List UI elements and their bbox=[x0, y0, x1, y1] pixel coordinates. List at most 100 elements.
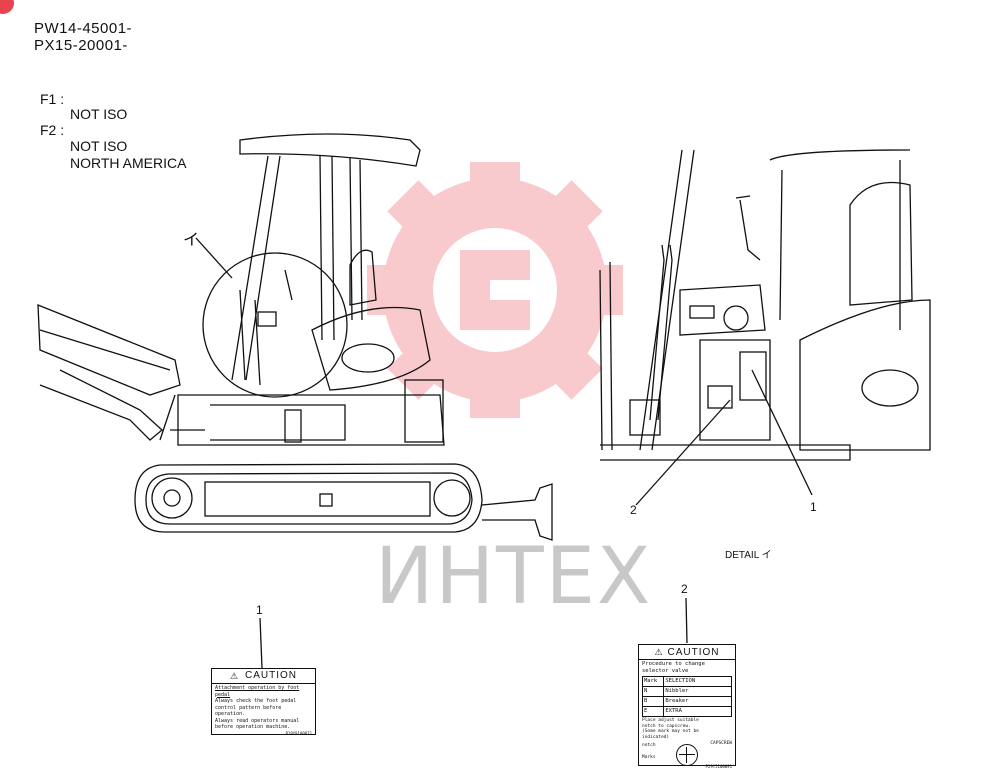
label-2-header: ⚠ CAUTION bbox=[639, 645, 735, 660]
sprocket-hub bbox=[163, 489, 181, 507]
warning-triangle-icon: ⚠ bbox=[654, 646, 664, 657]
control-levers bbox=[239, 269, 293, 386]
selection-table: Mark SELECTION N Nibbler B Breaker E EXT… bbox=[641, 676, 732, 717]
watermark-text: ИНТЕХ bbox=[375, 532, 653, 622]
row-mark: B bbox=[641, 696, 665, 707]
label-2-title: CAUTION bbox=[667, 646, 720, 658]
row-selection: Nibbler bbox=[663, 686, 732, 697]
model-range-1: PW14-45001- bbox=[34, 20, 133, 37]
upper-body bbox=[177, 394, 445, 446]
idler-wheel bbox=[433, 479, 471, 517]
label-2-body: Procedure to change selector valve Mark … bbox=[639, 660, 735, 771]
note-f2-value-1: NOT ISO bbox=[70, 138, 128, 154]
label-2-notes: Place adjust suitable notch to capscrew.… bbox=[642, 718, 732, 740]
engine-hood bbox=[311, 306, 431, 391]
track-inner bbox=[145, 472, 473, 525]
label-2-note: (Some mark may not be bbox=[642, 729, 699, 734]
track-outer bbox=[134, 463, 483, 533]
note-f2-key: F2 : bbox=[40, 122, 65, 138]
notch-label: notch bbox=[642, 743, 656, 748]
boom-arm bbox=[37, 304, 181, 396]
detail-panel bbox=[679, 284, 766, 336]
part-1-callout: 1 bbox=[810, 500, 817, 514]
selector-diagram: notch CAPSCREW Marks P29Y5100091 bbox=[642, 740, 732, 770]
table-row: B Breaker bbox=[641, 696, 732, 707]
decal-1-location bbox=[739, 351, 767, 401]
table-header-mark: Mark bbox=[641, 676, 665, 687]
detail-hood-light bbox=[861, 369, 919, 407]
label-2-note: notch to capscrew. bbox=[642, 723, 691, 729]
detail-cab-frame bbox=[769, 149, 911, 330]
row-selection: EXTRA bbox=[663, 706, 732, 717]
boom-cylinder bbox=[39, 329, 171, 441]
detail-post-left bbox=[639, 149, 695, 451]
watermark-gear-icon bbox=[367, 162, 623, 418]
canopy-front-post bbox=[231, 155, 281, 381]
detail-seat bbox=[849, 181, 913, 306]
small-panel bbox=[257, 311, 277, 327]
detail-marker: イ bbox=[183, 232, 200, 249]
track-frame bbox=[204, 481, 431, 517]
swing-bracket bbox=[159, 394, 205, 441]
capscrew-label: CAPSCREW bbox=[710, 741, 732, 746]
label-1-leader bbox=[259, 617, 263, 669]
detail-side-panel bbox=[699, 339, 771, 441]
note-f2-value-2: NORTH AMERICA bbox=[70, 155, 187, 171]
row-mark: E bbox=[641, 706, 665, 717]
leader-line-2 bbox=[635, 399, 731, 506]
note-f1-key: F1 : bbox=[40, 91, 65, 107]
table-row: N Nibbler bbox=[641, 686, 732, 697]
detail-floor bbox=[600, 444, 851, 461]
body-panel bbox=[210, 404, 346, 441]
label-1-line: control pattern before bbox=[215, 704, 282, 711]
detail-hood bbox=[799, 299, 931, 451]
row-mark: N bbox=[641, 686, 665, 697]
label-1-code: P19Y8100071 bbox=[285, 730, 313, 736]
detail-indicator bbox=[689, 305, 715, 319]
note-f1-value: NOT ISO bbox=[70, 106, 128, 122]
label-1-title: CAUTION bbox=[245, 669, 298, 681]
detail-circle bbox=[202, 252, 348, 398]
decal-2-location bbox=[707, 385, 733, 409]
label-1-line: Always read operators manual bbox=[215, 717, 300, 724]
detail-left-rail bbox=[599, 261, 613, 451]
table-row: E EXTRA bbox=[641, 706, 732, 717]
corner-marker-icon bbox=[0, 0, 14, 14]
caution-label-2: ⚠ CAUTION Procedure to change selector v… bbox=[638, 644, 736, 769]
caution-label-1: ⚠ CAUTION Attachment operation by foot p… bbox=[211, 668, 316, 738]
label-2-heading-2: selector valve bbox=[642, 668, 689, 674]
label-1-line: Always check the foot pedal bbox=[215, 698, 297, 704]
label-1-line: Attachment operation by foot pedal bbox=[215, 685, 300, 698]
canopy-rear-posts bbox=[319, 155, 363, 341]
label-1-line: before operation machine. bbox=[215, 724, 291, 730]
marks-label: Marks bbox=[642, 755, 656, 760]
detail-gauge bbox=[723, 305, 749, 331]
frame-box bbox=[319, 493, 333, 507]
label-1-body: Attachment operation by foot pedal Alway… bbox=[212, 684, 315, 738]
label-2-note: indicated) bbox=[642, 734, 670, 740]
detail-lever bbox=[649, 244, 673, 421]
table-header-selection: SELECTION bbox=[663, 676, 732, 687]
row-selection: Breaker bbox=[663, 696, 732, 707]
detail-lever-base bbox=[629, 399, 661, 436]
seat bbox=[349, 249, 377, 306]
canopy-roof bbox=[239, 133, 421, 167]
model-range-2: PX15-20001- bbox=[34, 37, 128, 54]
label-1-line: operation. bbox=[215, 711, 246, 717]
label-2-code: P29Y5100091 bbox=[705, 764, 733, 769]
hood-light bbox=[341, 343, 395, 373]
vent-grille bbox=[284, 409, 302, 443]
label-2-heading-1: Procedure to change bbox=[642, 661, 705, 667]
leader-line-1 bbox=[751, 369, 813, 496]
label-2-note: Place adjust suitable bbox=[642, 718, 699, 723]
label-2-number: 2 bbox=[681, 582, 688, 596]
detail-caption: DETAIL イ bbox=[725, 550, 772, 561]
dozer-blade bbox=[481, 483, 553, 541]
label-1-number: 1 bbox=[256, 603, 263, 617]
detail-leader-line bbox=[195, 237, 233, 279]
label-1-header: ⚠ CAUTION bbox=[212, 669, 315, 684]
detail-joystick bbox=[735, 195, 761, 261]
